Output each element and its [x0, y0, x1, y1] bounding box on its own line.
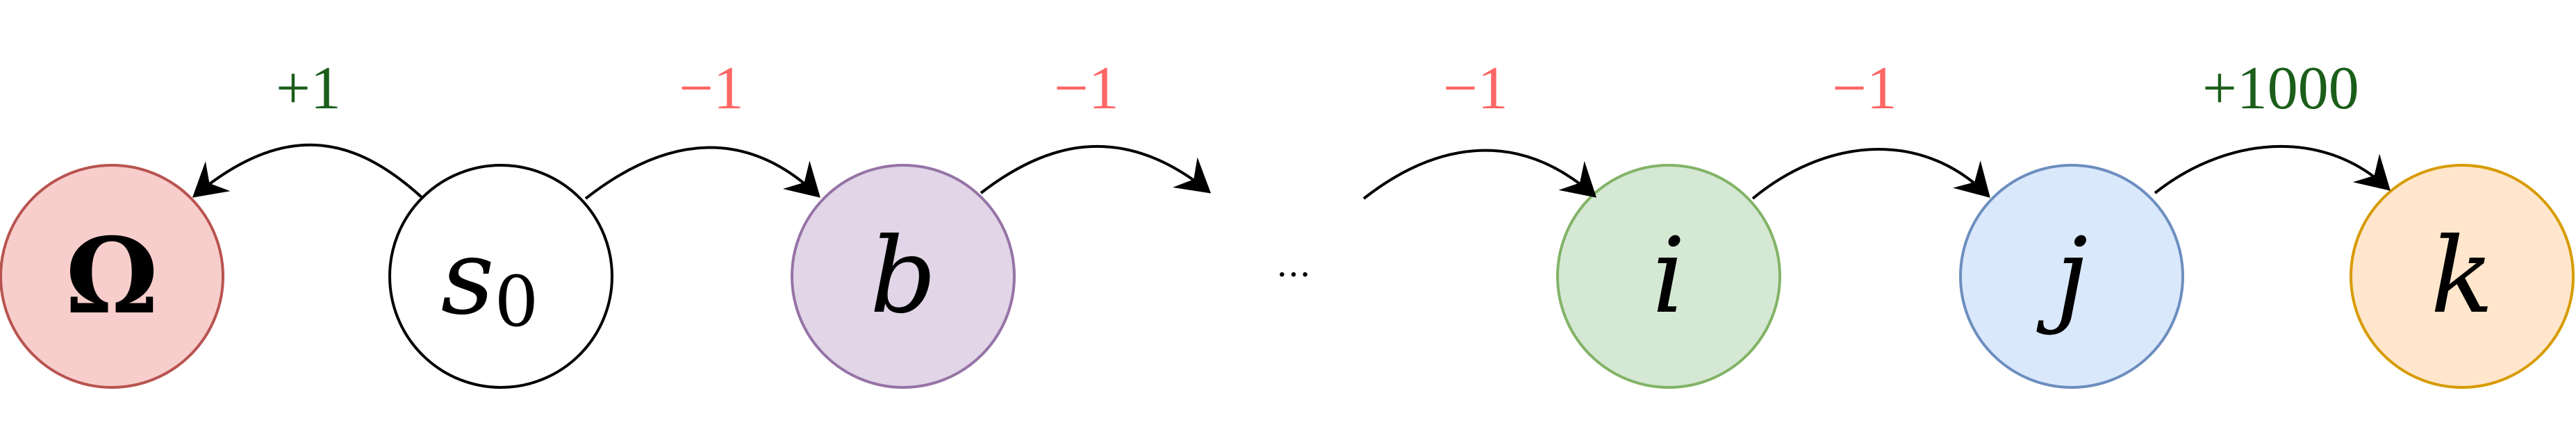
- state-node-omega: Ω: [0, 164, 224, 389]
- ellipsis: …: [1276, 244, 1311, 285]
- node-circle-b: [791, 164, 1016, 389]
- reward-label-s0-b: −1: [679, 55, 744, 122]
- transition-arrow-b-next: [980, 144, 1212, 194]
- reward-label-s0-omega: +1: [276, 55, 341, 122]
- state-node-j: j: [1959, 164, 2184, 389]
- reward-label-j-k: +1000: [2202, 55, 2359, 122]
- transition-arrow-i-j: [1751, 148, 1990, 200]
- state-node-i: i: [1556, 164, 1781, 389]
- node-circle-j: [1959, 164, 2184, 389]
- node-label-b: b: [870, 216, 936, 337]
- transition-arrow-j-k: [2154, 144, 2391, 194]
- node-label-omega: Ω: [65, 215, 158, 337]
- node-label-s0-main: s: [441, 217, 495, 338]
- node-circle-k: [2350, 164, 2575, 389]
- reward-label-prev-i: −1: [1443, 55, 1508, 122]
- transition-arrow-s0-omega: [192, 143, 424, 199]
- state-node-k: k: [2350, 164, 2575, 389]
- transition-arrow-prev-i: [1362, 149, 1596, 200]
- transition-arrow-s0-b: [584, 146, 820, 200]
- node-circle-i: [1556, 164, 1781, 389]
- reward-label-b-next: −1: [1054, 55, 1119, 122]
- node-label-s0: s0: [441, 217, 539, 342]
- node-label-s0-subscript: 0: [495, 261, 539, 342]
- state-node-b: b: [791, 164, 1016, 389]
- state-node-s0: s0: [388, 164, 613, 389]
- node-label-i: i: [1652, 216, 1685, 337]
- node-circle-omega: [0, 164, 224, 389]
- reward-label-i-j: −1: [1832, 55, 1897, 122]
- node-label-k: k: [2431, 216, 2494, 337]
- node-circle-s0: [388, 164, 613, 389]
